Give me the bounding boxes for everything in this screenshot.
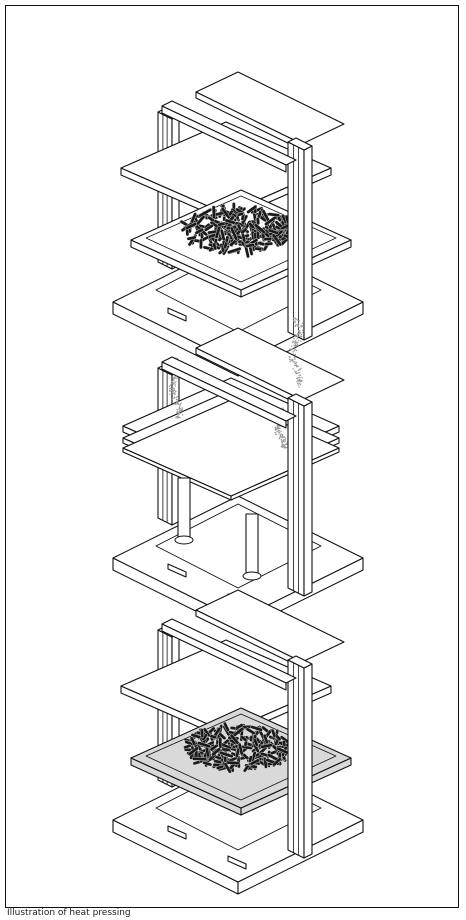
figure-frame	[5, 5, 459, 908]
material-pile	[183, 721, 297, 774]
steam-right	[288, 317, 304, 389]
right-post	[287, 137, 313, 341]
right-post	[287, 655, 313, 859]
material-pile	[179, 202, 296, 259]
right-post	[287, 393, 313, 597]
heat-press-illustration	[112, 71, 364, 895]
stage-3	[112, 589, 364, 895]
piston-column	[174, 477, 194, 545]
stage-2	[112, 317, 364, 633]
figure-caption: Illustration of heat pressing	[7, 908, 131, 918]
piston-column	[242, 513, 262, 581]
